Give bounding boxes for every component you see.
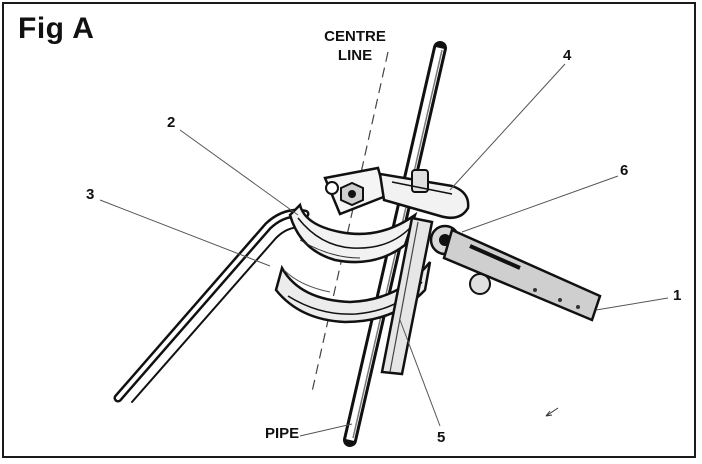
guide-slide-block — [380, 216, 434, 376]
leader-lines — [99, 63, 669, 437]
callout-1: 1 — [673, 287, 682, 304]
centre-line-label-line1: CENTRE — [324, 28, 386, 45]
centre-line — [311, 51, 389, 393]
pivot-bracket — [323, 166, 388, 216]
callout-3: 3 — [86, 186, 95, 203]
figure-title: Fig A — [18, 12, 95, 45]
bent-pipe — [113, 208, 310, 403]
former-wheel — [288, 202, 418, 264]
handle-lever — [442, 228, 602, 322]
centre-line-label-line2: LINE — [337, 47, 373, 64]
callout-6: 6 — [620, 162, 629, 179]
link-arm — [378, 169, 470, 219]
callout-2: 2 — [167, 114, 176, 131]
callout-4: 4 — [563, 47, 572, 64]
callout-5: 5 — [437, 429, 446, 446]
figure-frame — [2, 2, 696, 458]
stray-arrow — [545, 407, 559, 417]
centre-line-label: CENTRE LINE — [315, 27, 395, 65]
pipe-label: PIPE — [265, 425, 300, 442]
